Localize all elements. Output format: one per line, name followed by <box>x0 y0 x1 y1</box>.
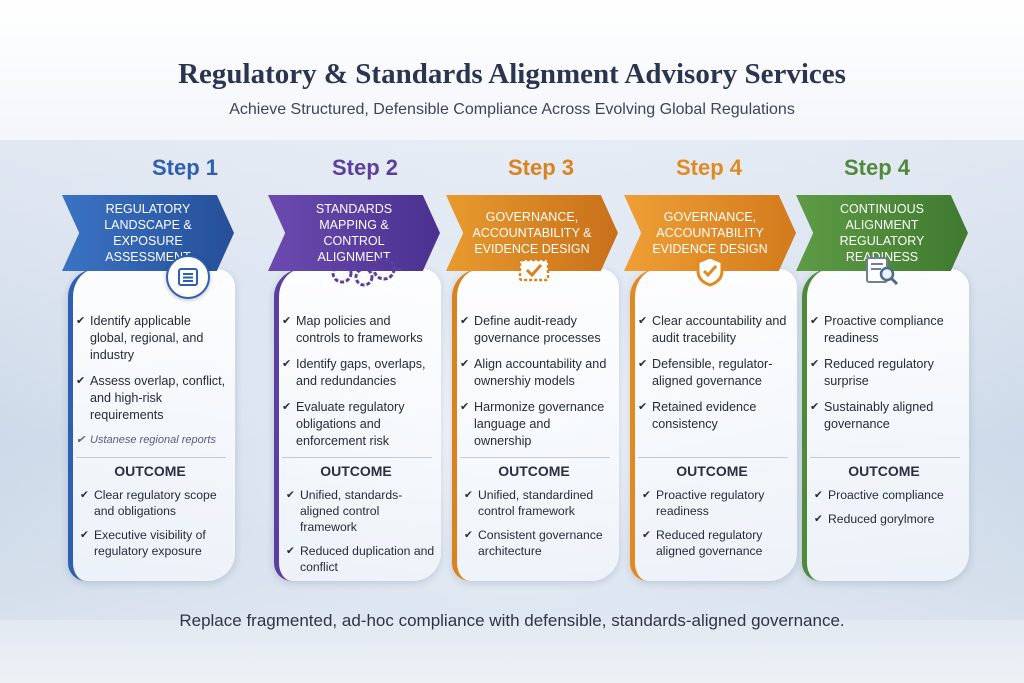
step-1-bullet-2: Assess overlap, conflict, and high-risk … <box>76 373 226 424</box>
checklist-icon <box>514 251 554 291</box>
page-subtitle: Achieve Structured, Defensible Complianc… <box>229 101 795 118</box>
step-1-banner: Regulatory Landscape & Exposure Assessme… <box>62 195 234 271</box>
step-5-bullet-1: Proactive compliance readiness <box>810 313 960 347</box>
step-4-bullets: Clear accountability and audit tracebili… <box>638 313 788 442</box>
step-2-outcome-title: OUTCOME <box>320 463 392 479</box>
step-4-divider <box>638 457 788 458</box>
step-2-bullets: Map policies and controls to frameworks … <box>282 313 432 459</box>
step-1-bullet-3: Ustanese regional reports <box>76 433 226 447</box>
step-1-outcome-1: Clear regulatory scope and obligations <box>80 487 230 519</box>
step-3-outcome-title: OUTCOME <box>498 463 570 479</box>
document-search-icon <box>862 251 902 291</box>
step-3-banner: Governance, Accountability & Evidence De… <box>446 195 618 271</box>
step-1-label: Step 1 <box>151 155 219 180</box>
step-4-column: Governance, Accountability Evidence Desi… <box>624 185 797 590</box>
step-5-bullet-2: Reduced regulatory surprise <box>810 356 960 390</box>
step-2-bullet-3: Evaluate regulatory obligations and enfo… <box>282 399 432 450</box>
step-2-divider <box>282 457 432 458</box>
step-4-outcome-2: Reduced regulatory aligned governance <box>642 527 792 559</box>
step-5-outcome-1: Proactive compliance <box>814 487 964 503</box>
step-1-divider <box>76 457 226 458</box>
step-3-divider <box>460 457 610 458</box>
step-3-outcome-2: Consistent governance architecture <box>464 527 614 559</box>
step-3-bullet-2: Align accountability and ownershiy model… <box>460 356 610 390</box>
step-1-bullets: Identify applicable global, regional, an… <box>76 313 226 456</box>
step-3-bullet-1: Define audit-ready governance processes <box>460 313 610 347</box>
shield-check-icon <box>690 251 730 291</box>
step-2-outcome-2: Reduced duplication and conflict <box>286 543 436 575</box>
step-3-label: Step 3 <box>507 155 575 180</box>
step-2-label: Step 2 <box>331 155 399 180</box>
gears-icon <box>328 251 404 291</box>
step-4-bullet-3: Retained evidence consistency <box>638 399 788 433</box>
step-1-column: Regulatory Landscape & Exposure Assessme… <box>62 185 235 590</box>
step-4-outcome-1: Proactive regulatory readiness <box>642 487 792 519</box>
step-2-outcome-1: Unified, standards-aligned control frame… <box>286 487 436 535</box>
step-3-column: Governance, Accountability & Evidence De… <box>446 185 619 590</box>
step-5-bullets: Proactive compliance readiness Reduced r… <box>810 313 960 442</box>
step-2-column: Standards Mapping & Control Alignment Ma… <box>268 185 441 590</box>
footer-tagline: Replace fragmented, ad-hoc compliance wi… <box>179 611 845 630</box>
step-2-bullet-2: Identify gaps, overlaps, and redundancie… <box>282 356 432 390</box>
step-1-bullet-1: Identify applicable global, regional, an… <box>76 313 226 364</box>
step-1-outcome-2: Executive visibility of regulatory expos… <box>80 527 230 559</box>
step-1-outcomes: Clear regulatory scope and obligations E… <box>80 487 230 567</box>
page-title: Regulatory & Standards Alignment Advisor… <box>178 58 846 90</box>
list-icon <box>166 255 210 299</box>
step-3-outcomes: Unified, standardined control framework … <box>464 487 614 567</box>
step-3-bullets: Define audit-ready governance processes … <box>460 313 610 459</box>
step-2-banner: Standards Mapping & Control Alignment <box>268 195 440 271</box>
step-5-outcomes: Proactive compliance Reduced gorylmore <box>814 487 964 535</box>
step-1-outcome-title: OUTCOME <box>114 463 186 479</box>
step-3-outcome-1: Unified, standardined control framework <box>464 487 614 519</box>
step-5-label: Step 4 <box>843 155 911 180</box>
step-5-bullet-3: Sustainably aligned governance <box>810 399 960 433</box>
step-4-bullet-2: Defensible, regulator-aligned governance <box>638 356 788 390</box>
step-4-bullet-1: Clear accountability and audit tracebili… <box>638 313 788 347</box>
step-2-bullet-1: Map policies and controls to frameworks <box>282 313 432 347</box>
step-4-outcome-title: OUTCOME <box>676 463 748 479</box>
step-4-outcomes: Proactive regulatory readiness Reduced r… <box>642 487 792 567</box>
step-4-label: Step 4 <box>675 155 743 180</box>
step-5-divider <box>810 457 960 458</box>
step-5-outcome-title: OUTCOME <box>848 463 920 479</box>
step-5-outcome-2: Reduced gorylmore <box>814 511 964 527</box>
step-2-outcomes: Unified, standards-aligned control frame… <box>286 487 436 583</box>
step-5-column: Continuous Alignment Regulatory Readines… <box>796 185 969 590</box>
step-3-bullet-3: Harmonize governance language and owners… <box>460 399 610 450</box>
